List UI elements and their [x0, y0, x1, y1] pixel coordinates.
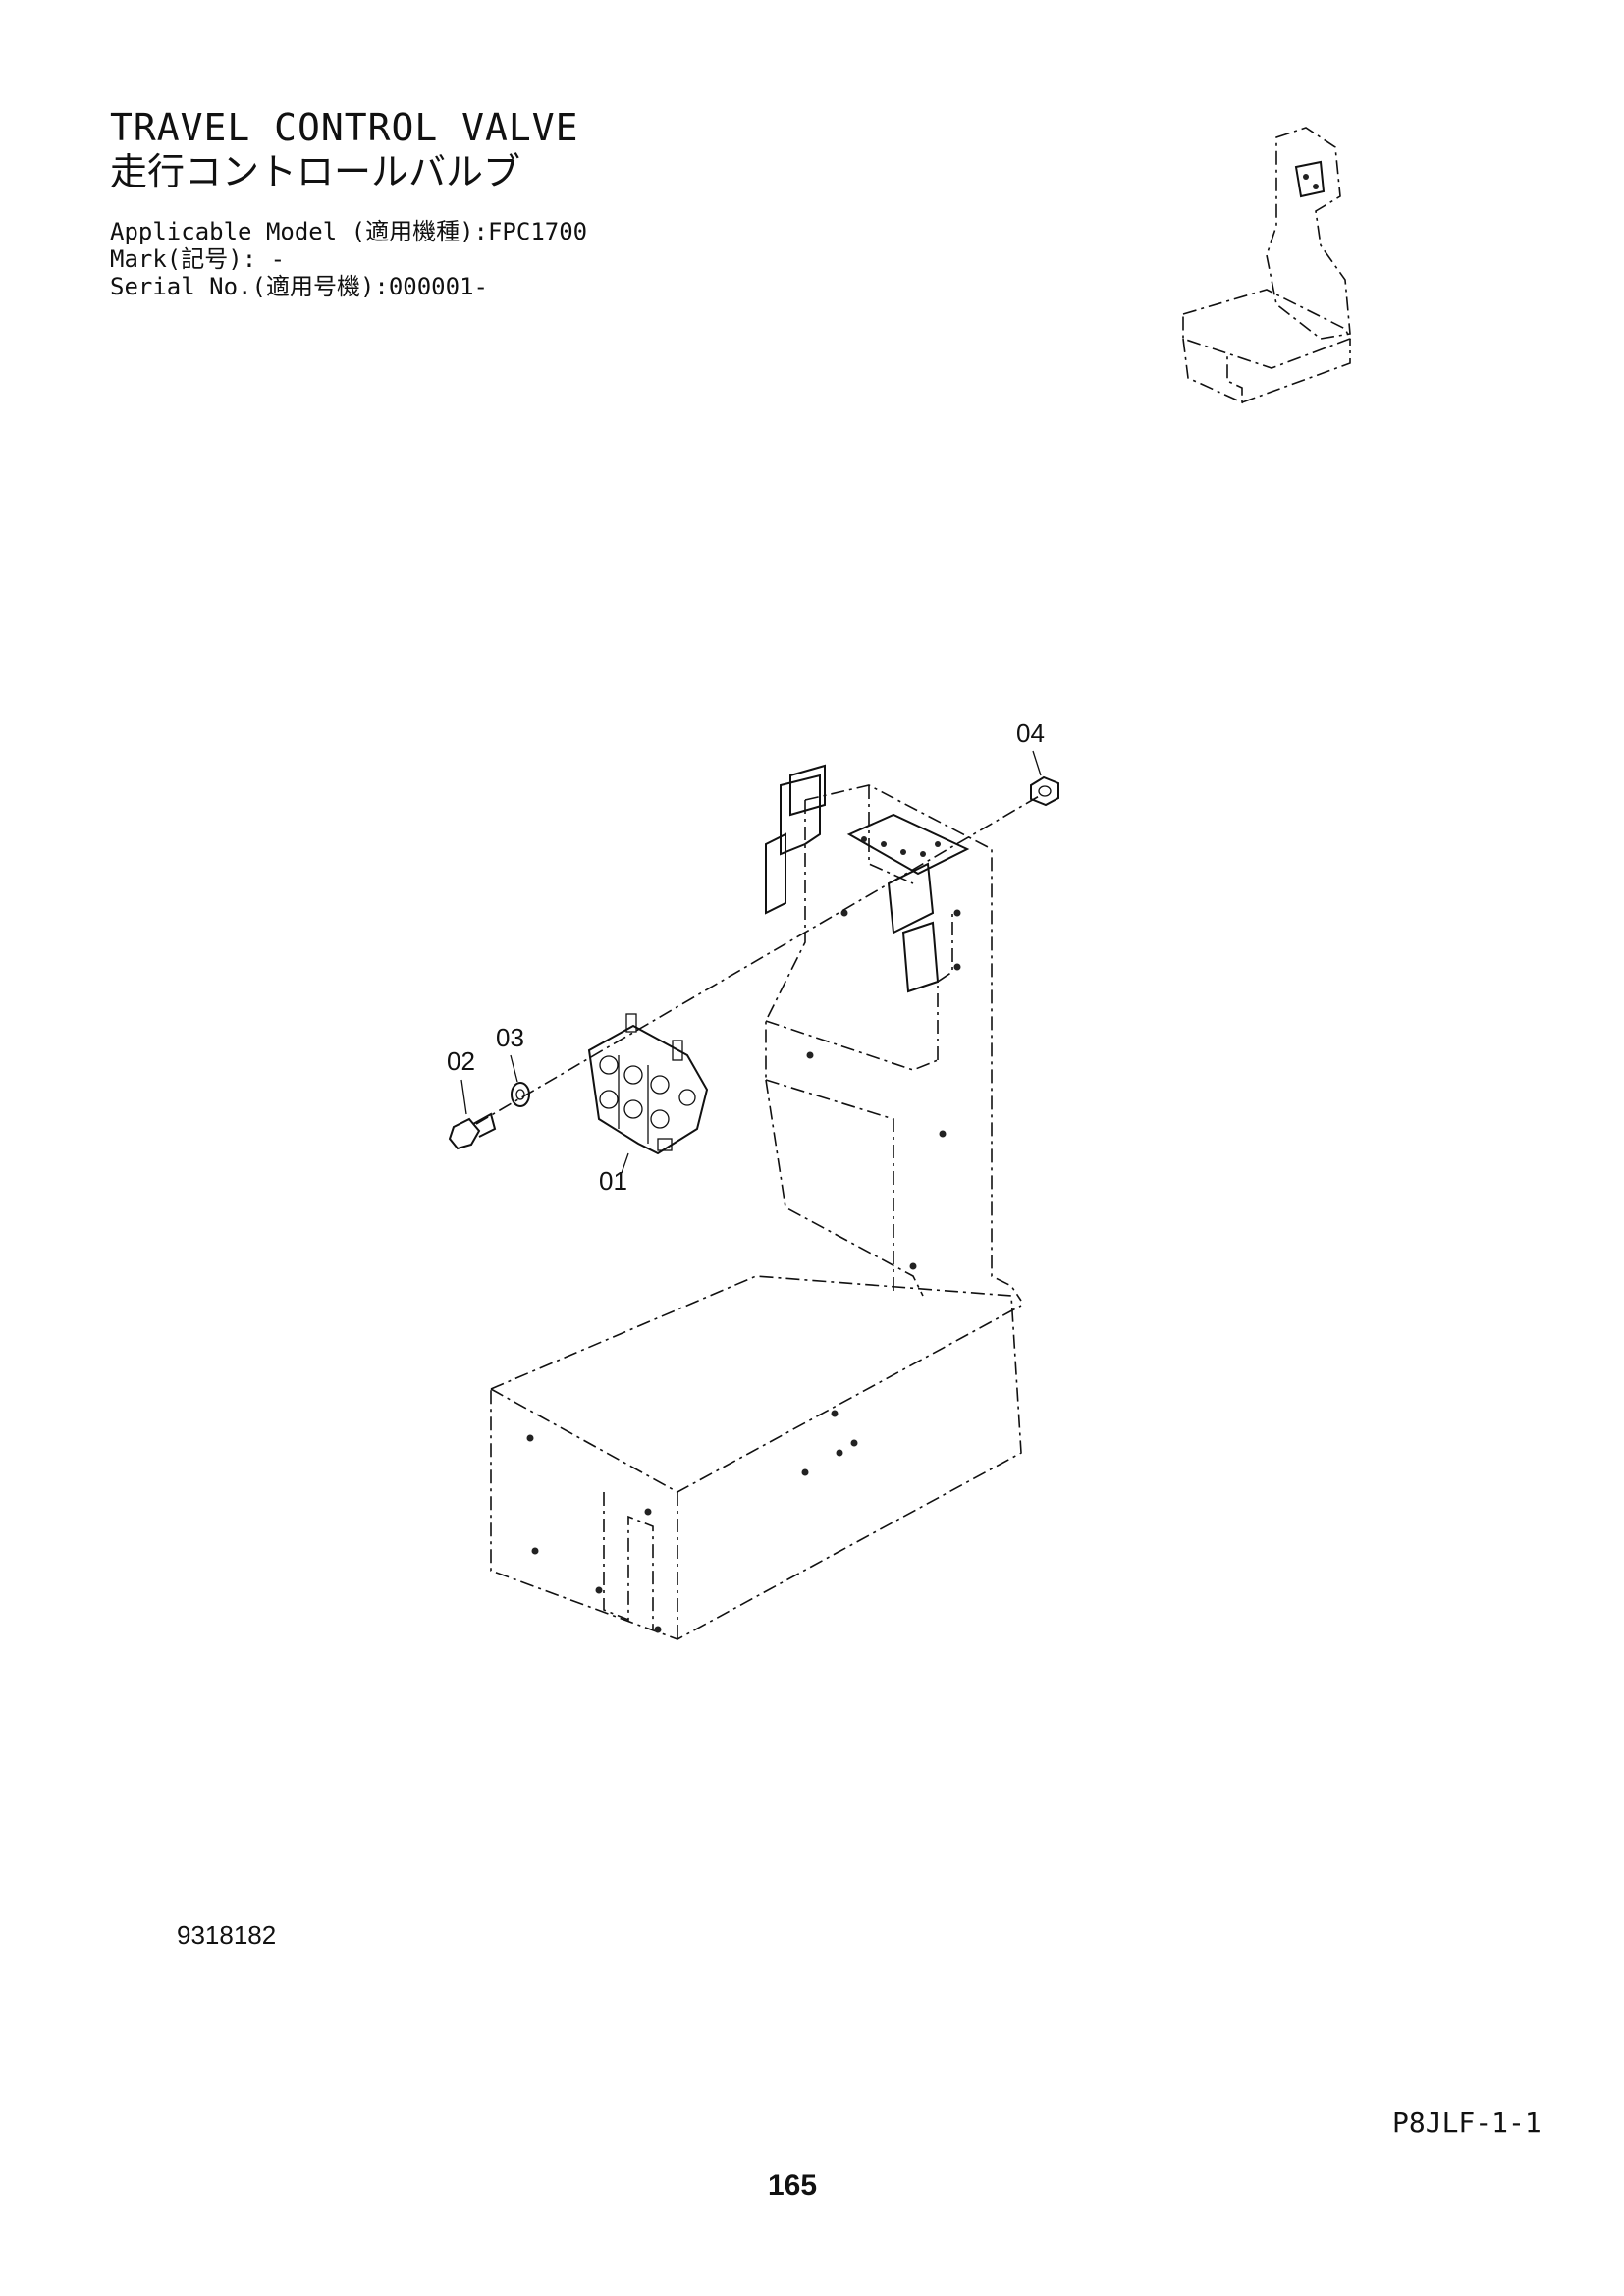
nut-part	[1030, 775, 1059, 807]
applicable-model: Applicable Model (適用機種):FPC1700	[110, 218, 588, 245]
page-code: P8JLF-1-1	[1392, 2107, 1542, 2139]
serial-number: Serial No.(適用号機):000001-	[110, 273, 488, 300]
page-title-japanese: 走行コントロールバルブ	[110, 150, 521, 193]
leader-line-03	[510, 1054, 518, 1083]
leader-line-01	[621, 1152, 629, 1174]
mark-code: Mark(記号): -	[110, 245, 286, 273]
leader-line-02	[460, 1079, 467, 1115]
console-frame	[490, 764, 1022, 1640]
page-number: 165	[768, 2169, 818, 2202]
callout-01: 01	[599, 1166, 627, 1196]
callout-04: 04	[1016, 719, 1045, 748]
page-title: TRAVEL CONTROL VALVE	[110, 106, 579, 149]
washer-part	[511, 1082, 530, 1107]
assembly-centerline	[475, 794, 1042, 1125]
callout-02: 02	[447, 1046, 475, 1076]
locator-thumbnail	[1182, 127, 1352, 404]
leader-line-04	[1032, 750, 1042, 776]
drawing-number: 9318182	[177, 1920, 277, 1949]
bolt-part	[448, 1112, 497, 1150]
callout-03: 03	[496, 1023, 524, 1052]
travel-control-valve-part	[587, 1013, 709, 1155]
